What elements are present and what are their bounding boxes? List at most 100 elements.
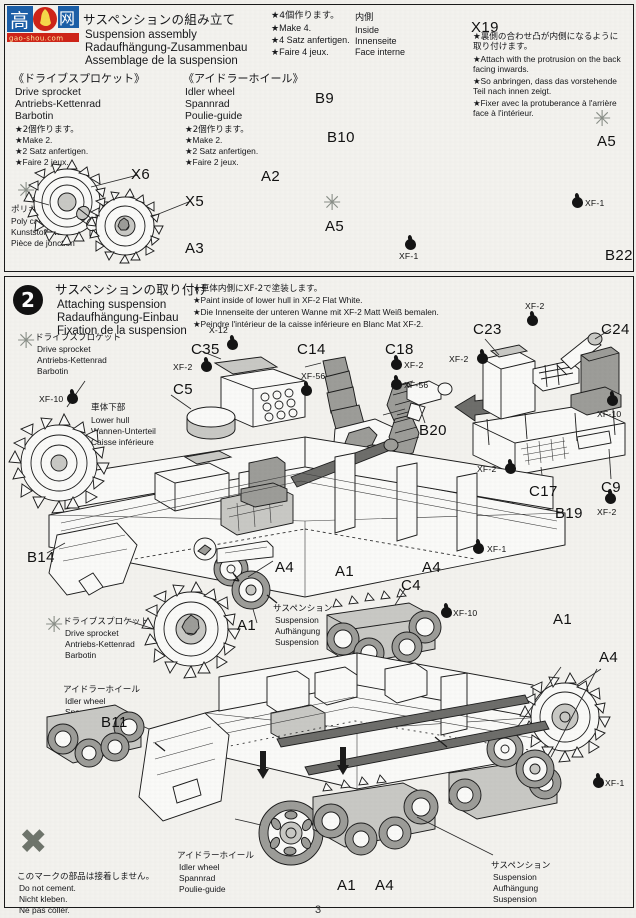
bogie-assembly-bottom-mid xyxy=(312,774,494,856)
step2-title-de: Radaufhängung-Einbau xyxy=(57,312,179,324)
no-cement-icon-a5-left: ✳ xyxy=(323,191,342,216)
do-not-cement-fr: Ne pas coller. xyxy=(19,905,70,915)
step2-suspension2-jp: サスペンション xyxy=(491,861,551,871)
part-label-b20: B20 xyxy=(419,422,447,439)
b11-front-plate xyxy=(130,712,230,822)
step1-make4-de: ★4 Satz anfertigen. xyxy=(271,35,350,45)
part-label-x19: X19 xyxy=(471,19,499,36)
bogie-assembly-bottom-left xyxy=(46,704,145,768)
step2-paint-note-en: ★Paint inside of lower hull in XF-2 Flat… xyxy=(193,295,363,305)
part-label-x5: X5 xyxy=(185,193,205,210)
part-label-x6: X6 xyxy=(131,166,151,183)
step2-lower-hull-fr: Caisse inférieure xyxy=(91,437,154,447)
part-label-b22: B22 xyxy=(605,247,633,264)
step2-idler2-fr: Poulie-guide xyxy=(179,884,226,894)
step2-drive-sprocket2-de: Antriebs-Kettenrad xyxy=(65,639,135,649)
paint-label-xf1-b: XF-1 xyxy=(585,198,605,208)
do-not-cement-en: Do not cement. xyxy=(19,883,76,893)
paint-label-xf1-a: XF-1 xyxy=(487,544,507,554)
step1-drive-sprocket-de: Antriebs-Kettenrad xyxy=(15,99,101,110)
part-label-b19: B19 xyxy=(555,505,583,522)
step2-lower-hull-de: Wannen-Unterteil xyxy=(91,426,156,436)
part-label-b9: B9 xyxy=(315,90,335,107)
no-cement-mark-icon: ✖ xyxy=(19,822,48,862)
drive-sprocket-bottom-right xyxy=(519,672,611,763)
step2-suspension1-en: Suspension xyxy=(275,615,319,625)
step1-make4-en: ★Make 4. xyxy=(271,23,312,33)
part-label-c35: C35 xyxy=(191,341,220,358)
step2-idler2-en: Idler wheel xyxy=(179,862,220,872)
step-1-panel: サスペンションの組み立て Suspension assembly Radaufh… xyxy=(4,4,634,272)
part-label-a1-right: A4 xyxy=(599,649,619,666)
step2-suspension1-de: Aufhängung xyxy=(275,626,321,636)
step1-inside-fr: Face interne xyxy=(355,47,406,57)
svg-text:高: 高 xyxy=(10,10,29,32)
step2-idler2-de: Spannrad xyxy=(179,873,216,883)
part-label-a1-upper: A1 xyxy=(237,617,257,634)
step1-make4-fr: ★Faire 4 jeux. xyxy=(271,47,329,57)
paint-label-xf10-a: XF-10 xyxy=(39,394,64,404)
svg-text:网: 网 xyxy=(59,9,75,28)
step1-title-jp: サスペンションの組み立て xyxy=(83,12,236,27)
wheels-right-lower xyxy=(486,666,602,789)
step2-lower-hull-en: Lower hull xyxy=(91,415,130,425)
step2-idler-en: Idler wheel xyxy=(65,696,106,706)
step1-title-en: Suspension assembly xyxy=(85,29,197,41)
step1-inside-en: Inside xyxy=(355,25,380,35)
step2-artwork xyxy=(8,328,626,866)
do-not-cement-jp: このマークの部品は接着しません。 xyxy=(17,872,155,882)
step1-idler-jp: 《アイドラーホイール》 xyxy=(183,72,304,85)
part-label-a5-left: A5 xyxy=(325,218,345,235)
step2-title-fr: Fixation de la suspension xyxy=(57,325,187,337)
drive-sprocket-inner-part xyxy=(86,188,164,264)
paint-blob-xf10-b xyxy=(607,395,618,406)
step1-idler-fr: Poulie-guide xyxy=(185,111,243,122)
part-label-b14: B14 xyxy=(27,549,55,566)
step1-drive-make-de: ★2 Satz anfertigen. xyxy=(15,146,89,156)
paint-blob-xf56-a xyxy=(301,385,312,396)
step1-title-fr: Assemblage de la suspension xyxy=(85,55,238,67)
step2-title-jp: サスペンションの取り付け xyxy=(55,282,208,297)
step1-x19-note-en: ★Attach with the protrusion on the back … xyxy=(473,54,621,74)
paint-blob-xf2-f xyxy=(605,493,616,504)
watermark-logo: 高 网 gao-shou.com xyxy=(6,5,80,45)
paint-label-xf10-c: XF-10 xyxy=(453,608,478,618)
paint-blob-xf2-d xyxy=(477,353,488,364)
part-label-a4-bottom: A1 xyxy=(337,877,357,894)
part-label-a4-upper: A4 xyxy=(275,559,295,576)
step1-inside-de: Innenseite xyxy=(355,36,397,46)
paint-blob-xf1-b xyxy=(593,777,604,788)
paint-blob-xf2-e xyxy=(505,463,516,474)
paint-label-xf2-e: XF-2 xyxy=(477,464,497,474)
step1-x19-note-fr: ★Fixer avec la protuberance à l'arrière … xyxy=(473,98,617,118)
step2-idler-jp: アイドラーホイール xyxy=(63,685,140,695)
step2-idler2-jp: アイドラーホイール xyxy=(177,851,254,861)
idler-wheel-bottom xyxy=(234,800,324,866)
step1-artwork xyxy=(23,159,192,264)
step2-drive-sprocket2-jp: ドライブスプロケット xyxy=(63,617,149,627)
part-label-c24: C24 xyxy=(601,321,630,338)
part-label-a4-upper2: A4 xyxy=(422,559,442,576)
step1-idler-en: Idler wheel xyxy=(185,87,235,98)
step1-drive-sprocket-en: Drive sprocket xyxy=(15,87,81,98)
step2-drive-sprocket-fr: Barbotin xyxy=(37,366,69,376)
c35-crate-part xyxy=(200,350,306,428)
paint-blob-xf1-b xyxy=(572,197,583,208)
step1-x19-note-de: ★So anbringen, dass das vorstehende Teil… xyxy=(473,76,617,96)
direction-arrows xyxy=(257,747,349,779)
step1-idler-make-de: ★2 Satz anfertigen. xyxy=(185,146,259,156)
step-2-panel: 2 サスペンションの取り付け Attaching suspension Rada… xyxy=(4,276,634,915)
step1-idler-make-en: ★Make 2. xyxy=(185,135,223,145)
part-label-c4: C4 xyxy=(401,577,421,594)
lower-hull-assembly xyxy=(46,436,566,598)
drive-sprocket-illustration xyxy=(23,159,192,264)
step2-drive-sprocket-de: Antriebs-Kettenrad xyxy=(37,355,107,365)
step-2-badge: 2 xyxy=(13,285,43,315)
step2-paint-note-fr: ★Peindre l'intérieur de la caisse inféri… xyxy=(193,319,424,329)
part-label-c23: C23 xyxy=(473,321,502,338)
no-cement-icon-step2-b: ✳ xyxy=(45,613,64,638)
paint-blob-xf10-c xyxy=(441,607,452,618)
part-label-a2: A2 xyxy=(261,168,281,185)
part-label-c5: C5 xyxy=(173,381,193,398)
